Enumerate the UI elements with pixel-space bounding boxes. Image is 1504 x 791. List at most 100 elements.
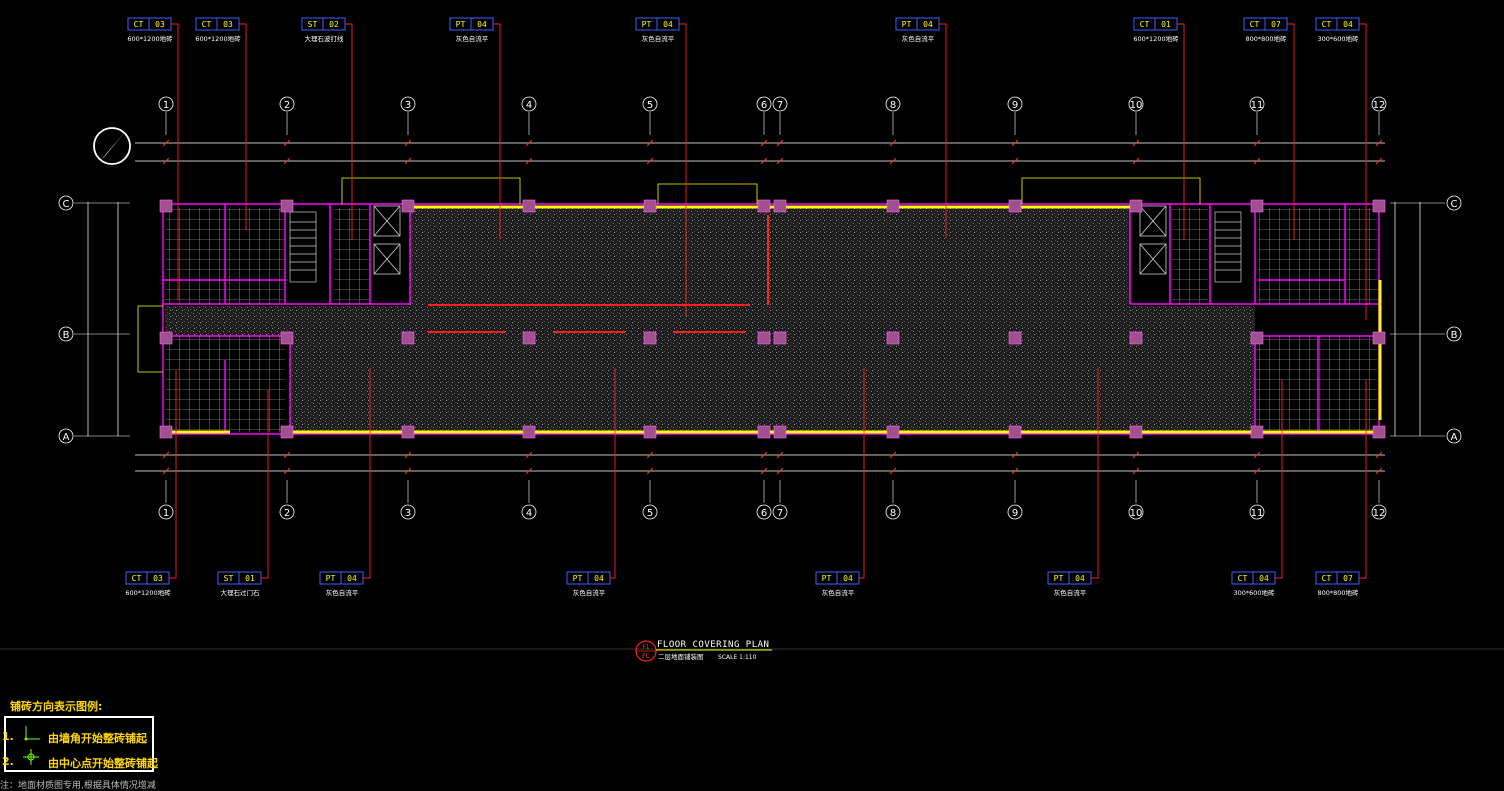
grid-row-bubble: B bbox=[58, 326, 74, 342]
material-code: CT bbox=[1140, 20, 1150, 29]
legend-item-2-text: 由中心点开始整砖铺起 bbox=[48, 757, 158, 770]
drawing-scale: SCALE 1:110 bbox=[718, 654, 757, 661]
grid-column-label: 3 bbox=[405, 508, 411, 519]
grid-row-label: C bbox=[63, 199, 70, 210]
material-number: 04 bbox=[923, 20, 933, 29]
legend-title: 铺砖方向表示图例: bbox=[10, 700, 103, 713]
grid-column-bubble: 5 bbox=[642, 96, 658, 112]
material-number: 01 bbox=[1161, 20, 1171, 29]
material-description: 600*1200地砖 bbox=[1133, 34, 1179, 43]
drawing-title-block: F1 FC FLOOR COVERING PLAN 二层地面铺装图 SCALE … bbox=[0, 640, 1504, 662]
material-description: 800*800地砖 bbox=[1245, 34, 1287, 43]
material-description: 灰色自流平 bbox=[822, 588, 855, 597]
grid-column-label: 11 bbox=[1251, 508, 1264, 519]
material-tag: PT 04 灰色自流平 bbox=[815, 368, 865, 597]
material-code: CT bbox=[1238, 574, 1248, 583]
material-description: 灰色自流平 bbox=[456, 34, 489, 43]
grid-column-bubble: 4 bbox=[521, 96, 537, 112]
grid-column-label: 8 bbox=[890, 100, 896, 111]
tag-leader-line bbox=[1359, 23, 1367, 320]
grid-row-label: B bbox=[1451, 330, 1458, 341]
tag-leader-line bbox=[939, 23, 947, 238]
grid-column-bubble: 5 bbox=[642, 504, 658, 520]
material-description: 大理石波打线 bbox=[305, 34, 345, 43]
drawing-title: FLOOR COVERING PLAN bbox=[657, 640, 769, 650]
tag-leader-line bbox=[1091, 368, 1099, 579]
material-code: CT bbox=[1250, 20, 1260, 29]
tag-leader-line bbox=[1177, 23, 1185, 240]
material-code: PT bbox=[456, 20, 466, 29]
grid-column-bubble: 10 bbox=[1128, 96, 1144, 112]
legend-item-1-num: 1. bbox=[2, 730, 14, 743]
material-code: CT bbox=[1322, 20, 1332, 29]
tag-leader-line bbox=[171, 23, 179, 300]
material-code: PT bbox=[822, 574, 832, 583]
grid-column-bubble: 7 bbox=[772, 504, 788, 520]
material-code: ST bbox=[224, 574, 234, 583]
grid-row-label: B bbox=[63, 330, 70, 341]
grid-column-label: 1 bbox=[163, 508, 169, 519]
grid-row-bubble: A bbox=[58, 428, 74, 444]
grid-column-bubble: 1 bbox=[158, 504, 174, 520]
tag-leader-line bbox=[859, 368, 865, 579]
material-code: CT bbox=[1322, 574, 1332, 583]
tag-leader-line bbox=[363, 368, 371, 579]
material-description: 灰色自流平 bbox=[1054, 588, 1087, 597]
material-number: 04 bbox=[1343, 20, 1353, 29]
grid-column-label: 7 bbox=[777, 100, 783, 111]
grid-column-bubble: 7 bbox=[772, 96, 788, 112]
material-code: PT bbox=[642, 20, 652, 29]
material-tag: PT 04 灰色自流平 bbox=[449, 17, 501, 238]
material-number: 03 bbox=[153, 574, 163, 583]
grid-column-label: 2 bbox=[284, 508, 290, 519]
grid-column-label: 9 bbox=[1012, 100, 1018, 111]
grid-column-label: 12 bbox=[1373, 508, 1386, 519]
grid-column-bubble: 12 bbox=[1371, 504, 1387, 520]
grid-column-bubble: 8 bbox=[885, 96, 901, 112]
grid-column-bubble: 2 bbox=[279, 504, 295, 520]
grid-row-label: C bbox=[1451, 199, 1458, 210]
material-code: PT bbox=[1054, 574, 1064, 583]
grid-row-label: A bbox=[1451, 432, 1458, 443]
grid-column-label: 2 bbox=[284, 100, 290, 111]
grid-row-bubble: B bbox=[1446, 326, 1462, 342]
grid-column-bubble: 11 bbox=[1249, 504, 1265, 520]
material-number: 04 bbox=[477, 20, 487, 29]
grid-column-bubble: 2 bbox=[279, 96, 295, 112]
material-number: 07 bbox=[1343, 574, 1353, 583]
drawing-subtitle: 二层地面铺装图 bbox=[658, 652, 704, 661]
material-number: 04 bbox=[1259, 574, 1269, 583]
material-description: 300*600地砖 bbox=[1233, 588, 1275, 597]
grid-column-label: 11 bbox=[1251, 100, 1264, 111]
grid-row-labels: C C B B A A bbox=[58, 195, 1462, 444]
grid-column-bubble: 3 bbox=[400, 96, 416, 112]
building-outline bbox=[74, 112, 1445, 503]
grid-row-label: A bbox=[63, 432, 70, 443]
material-description: 灰色自流平 bbox=[573, 588, 606, 597]
grid-column-label: 5 bbox=[647, 508, 653, 519]
material-code: CT bbox=[134, 20, 144, 29]
material-number: 04 bbox=[843, 574, 853, 583]
material-description: 灰色自流平 bbox=[326, 588, 359, 597]
material-tag: CT 01 600*1200地砖 bbox=[1133, 17, 1185, 240]
material-code: ST bbox=[308, 20, 318, 29]
tag-leader-line bbox=[1287, 23, 1295, 240]
grid-row-bubble: A bbox=[1446, 428, 1462, 444]
tag-leader-line bbox=[610, 368, 616, 579]
material-number: 04 bbox=[347, 574, 357, 583]
grid-column-label: 10 bbox=[1130, 508, 1143, 519]
grid-column-bubble: 8 bbox=[885, 504, 901, 520]
material-description: 灰色自流平 bbox=[642, 34, 675, 43]
material-description: 灰色自流平 bbox=[902, 34, 935, 43]
